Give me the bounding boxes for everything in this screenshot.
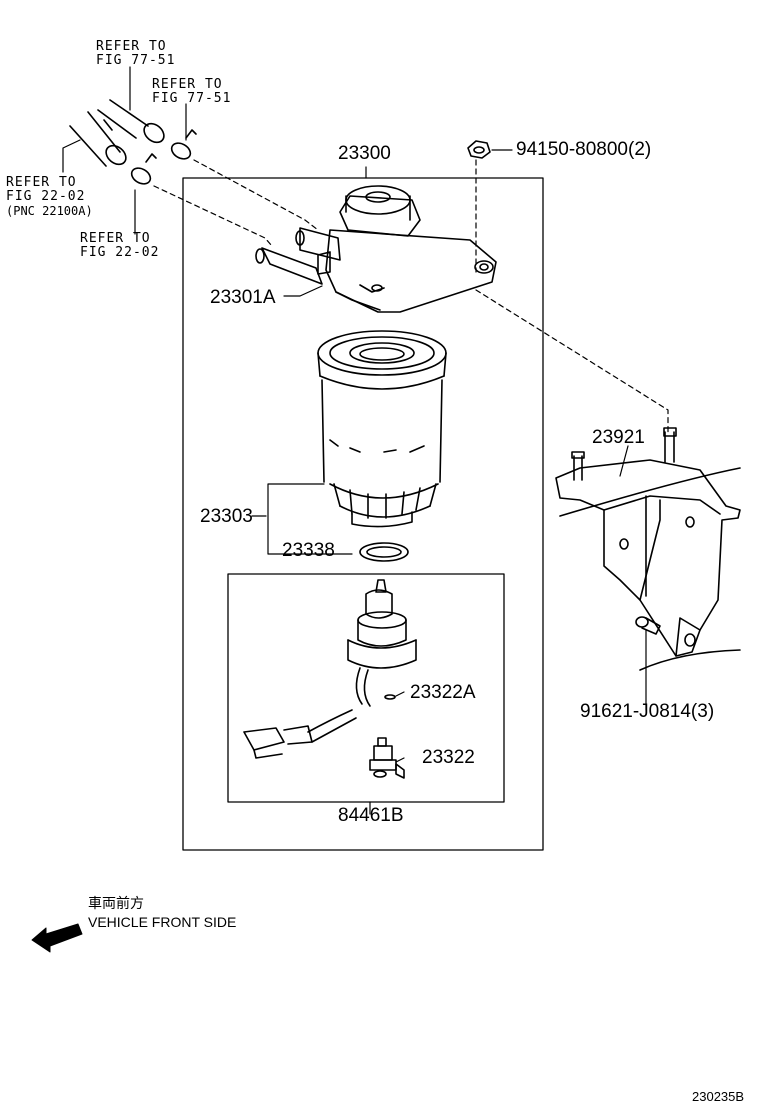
front-label-japanese: 車両前方 xyxy=(88,895,144,911)
ref-line: (PNC 22100A) xyxy=(6,204,93,218)
leader-lines xyxy=(251,166,647,815)
assembly-frame xyxy=(182,177,544,851)
ref-22-02-a: REFER TO FIG 22-02 (PNC 22100A) xyxy=(6,175,93,219)
ref-22-02-b: REFER TO FIG 22-02 xyxy=(80,232,159,260)
arrow-left-icon xyxy=(31,923,83,953)
callout-23322: 23322 xyxy=(422,747,475,768)
callout-23301A: 23301A xyxy=(210,287,276,308)
callout-23300: 23300 xyxy=(338,143,391,164)
ref-77-51-b: REFER TO FIG 77-51 xyxy=(152,78,231,106)
o-ring xyxy=(359,542,409,562)
ref-line: FIG 22-02 xyxy=(6,189,86,204)
figure-number: 230235B xyxy=(692,1089,745,1104)
ref-line: FIG 77-51 xyxy=(152,91,232,106)
callout-23322A: 23322A xyxy=(410,682,476,703)
hose-group xyxy=(69,99,197,185)
ref-line: FIG 77-51 xyxy=(96,53,176,68)
callout-94150: 94150-80800(2) xyxy=(516,139,652,160)
assembly-dash-lines xyxy=(153,159,669,433)
callout-23921: 23921 xyxy=(592,427,645,448)
callout-23303: 23303 xyxy=(200,506,253,527)
water-sensor xyxy=(243,579,417,759)
ref-line: REFER TO xyxy=(6,175,77,190)
ref-77-51-a: REFER TO FIG 77-51 xyxy=(96,40,175,68)
ref-line: FIG 22-02 xyxy=(80,245,160,260)
ref-line: REFER TO xyxy=(152,77,223,92)
ref-line: REFER TO xyxy=(96,39,167,54)
callout-91621: 91621-J0814(3) xyxy=(580,701,715,722)
ref-line: REFER TO xyxy=(80,231,151,246)
filter-element xyxy=(317,330,447,528)
ref-leader-3 xyxy=(62,139,81,173)
bracket xyxy=(555,427,741,671)
callout-23338: 23338 xyxy=(282,540,335,561)
sensor-23322 xyxy=(369,737,405,779)
bolt-91621 xyxy=(635,616,661,635)
subassembly-frame xyxy=(227,573,505,803)
nut-94150 xyxy=(467,140,513,159)
front-label-english: VEHICLE FRONT SIDE xyxy=(88,914,237,930)
callout-84461B: 84461B xyxy=(338,805,404,826)
filter-head xyxy=(255,185,497,313)
